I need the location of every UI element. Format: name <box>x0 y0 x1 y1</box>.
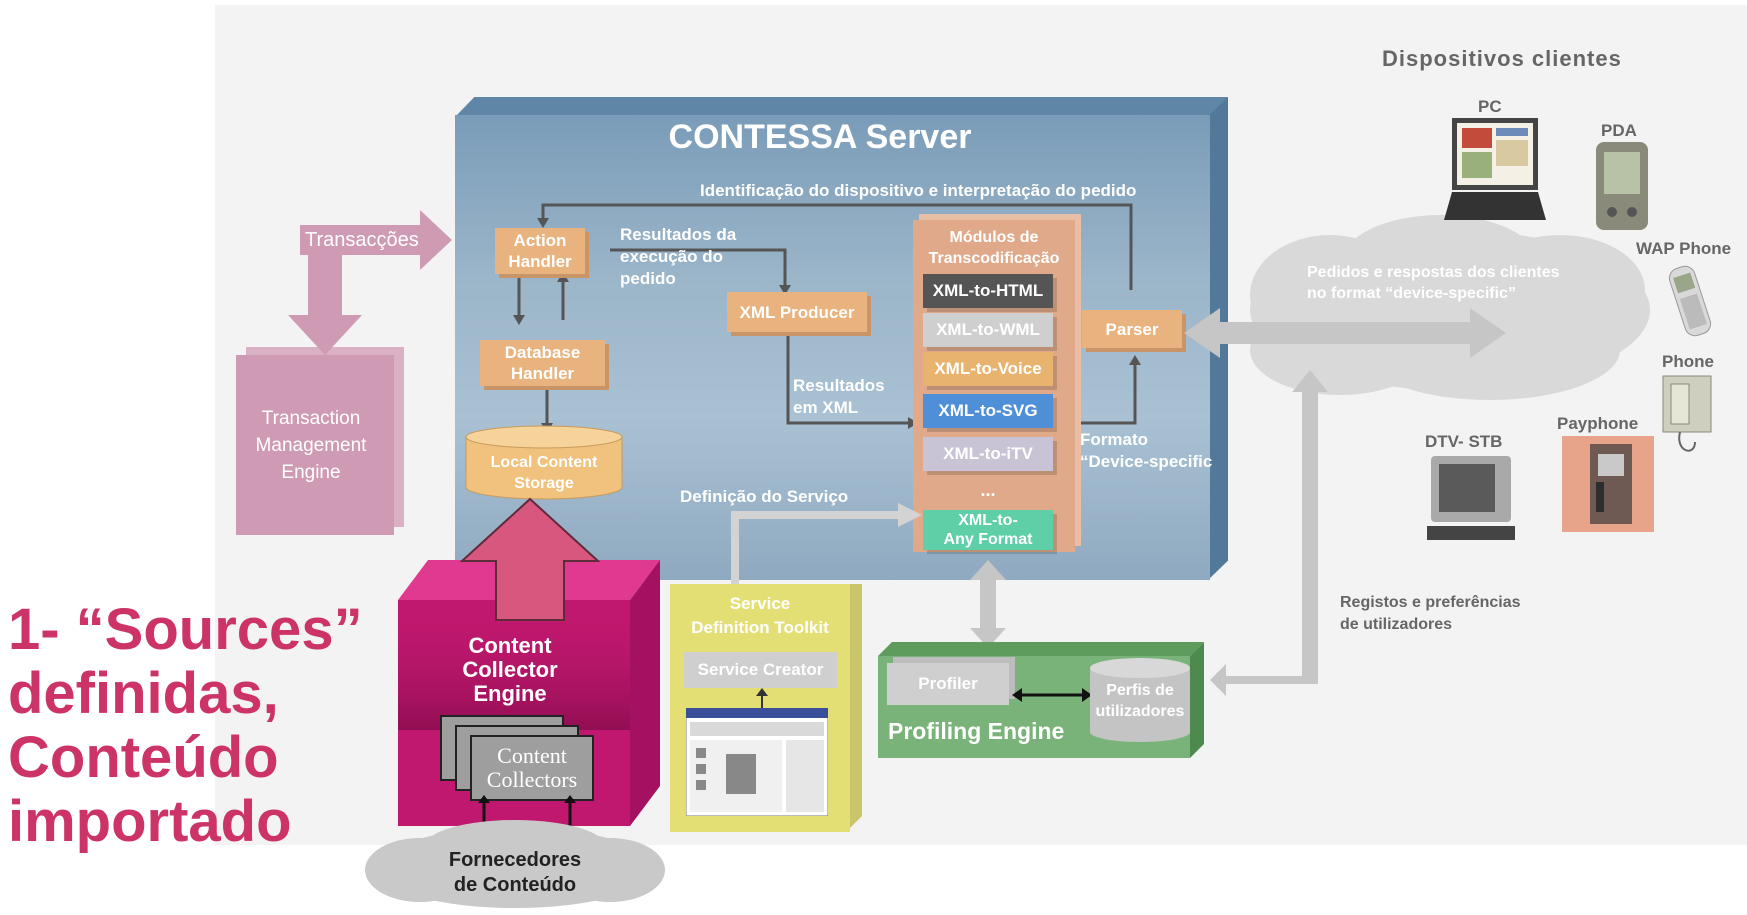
payphone-icon <box>1562 436 1654 532</box>
device-wap-label: WAP Phone <box>1636 239 1732 258</box>
content-collector-engine-label: Content Collector Engine <box>430 634 590 706</box>
device-dtv-label: DTV- STB <box>1425 432 1503 451</box>
database-handler-box: Database Handler <box>480 340 605 386</box>
transactions-label: Transacções <box>305 229 419 251</box>
user-profiles-line-1: Perfis de <box>1106 682 1174 699</box>
providers-cloud <box>365 820 665 908</box>
transcoding-modules-column <box>913 220 1075 552</box>
caption-line-3: Conteúdo <box>8 725 279 790</box>
providers-line-2: de Conteúdo <box>453 874 577 896</box>
modules-title-line-1: Módulos de <box>949 229 1039 246</box>
profiler-box: Profiler <box>887 663 1009 705</box>
modules-title-line-2: Transcodificação <box>928 250 1060 267</box>
execution-results-line-1: Resultados da <box>620 225 737 244</box>
service-definition-label: Definição do Serviço <box>680 487 849 506</box>
user-profiles-cylinder <box>1090 658 1190 742</box>
device-format-line-1: Formato <box>1080 430 1148 449</box>
action-handler-box: Action Handler <box>495 228 585 274</box>
dtv-stb-icon <box>1427 456 1515 540</box>
module-any-line-2: Any Format <box>943 531 1033 548</box>
service-toolkit-screenshot <box>686 708 828 816</box>
xml-results-line-1: Resultados <box>793 376 885 395</box>
database-handler-line-2: Handler <box>510 364 575 383</box>
xml-results-line-2: em XML <box>793 398 859 417</box>
execution-results-line-3: pedido <box>620 269 676 288</box>
device-phone-label: Phone <box>1662 352 1714 371</box>
device-format-label: Formato “Device-specific <box>1080 429 1212 473</box>
transaction-engine-box <box>236 355 394 535</box>
registrations-label: Registos e preferências de utilizadores <box>1340 592 1521 636</box>
cloud-requests-label: Pedidos e respostas dos clientes no form… <box>1307 262 1560 304</box>
device-pda-label: PDA <box>1601 121 1637 140</box>
modules-profiling-arrow <box>970 560 1006 648</box>
content-collectors-line-2: Collectors <box>486 767 578 792</box>
database-handler-line-1: Database <box>504 343 581 362</box>
transaction-engine-line-1: Transaction <box>261 408 361 429</box>
service-definition-connector <box>731 503 922 605</box>
execution-results-label: Resultados da execução do pedido <box>620 224 736 290</box>
service-creator-box: Service Creator <box>684 652 837 688</box>
module-any-line-1: XML-to- <box>958 512 1018 529</box>
execution-results-line-2: execução do <box>620 247 723 266</box>
modules-title: Módulos de Transcodificação <box>913 227 1075 269</box>
collector-engine-line-1: Content <box>468 633 552 658</box>
caption-line-1: 1- “Sources” <box>8 597 363 662</box>
content-collectors-line-1: Content <box>497 743 567 768</box>
transactions-arrow <box>288 210 452 355</box>
profiler-profiles-arrow <box>1012 688 1092 702</box>
caption-line-4: importado <box>8 789 292 854</box>
service-toolkit-line-2: Definition Toolkit <box>691 618 829 637</box>
cloud-requests-line-1: Pedidos e respostas dos clientes <box>1307 264 1560 281</box>
device-payphone-label: Payphone <box>1557 414 1639 433</box>
module-dots: ... <box>980 480 996 500</box>
registrations-line-2: de utilizadores <box>1340 616 1453 633</box>
sources-caption: 1- “Sources” definidas, Conteúdo importa… <box>8 598 428 854</box>
transaction-engine-label: Transaction Management Engine <box>236 405 386 486</box>
module-xml-to-voice: XML-to-Voice <box>923 352 1053 386</box>
device-identification-label: Identificação do dispositivo e interpret… <box>700 181 1137 200</box>
service-creator-arrow <box>756 688 768 710</box>
transaction-engine-line-3: Engine <box>281 462 341 483</box>
content-collectors-box: Content Collectors <box>470 735 594 801</box>
user-profiles-label: Perfis de utilizadores <box>1085 680 1195 722</box>
collector-engine-line-2: Collector <box>462 657 558 682</box>
local-storage-label: Local Content Storage <box>464 452 624 494</box>
xml-producer-box: XML Producer <box>727 292 867 332</box>
action-handler-line-2: Handler <box>508 252 572 271</box>
server-box-top <box>455 97 1228 117</box>
wap-phone-icon <box>1668 265 1712 337</box>
service-toolkit-line-1: Service <box>729 594 791 613</box>
cloud-requests-line-2: no format “device-specific” <box>1307 285 1516 302</box>
module-xml-to-wml: XML-to-WML <box>923 313 1053 347</box>
caption-line-2: definidas, <box>8 661 279 726</box>
collector-engine-line-3: Engine <box>473 681 547 706</box>
device-pc-label: PC <box>1478 97 1502 116</box>
server-title: CONTESSA Server <box>668 118 972 156</box>
local-storage-line-2: Storage <box>514 475 574 492</box>
providers-line-1: Fornecedores <box>448 849 582 871</box>
collector-storage-arrow <box>460 497 600 621</box>
module-xml-to-any: XML-to- Any Format <box>923 510 1053 550</box>
service-toolkit-label: Service Definition Toolkit <box>670 592 850 640</box>
parser-box: Parser <box>1082 310 1182 348</box>
action-handler-line-1: Action <box>513 231 567 250</box>
module-xml-to-itv: XML-to-iTV <box>923 437 1053 471</box>
transaction-engine-line-2: Management <box>255 435 367 456</box>
user-profiles-line-2: utilizadores <box>1095 703 1185 720</box>
module-xml-to-html: XML-to-HTML <box>923 274 1053 308</box>
client-connectors <box>1184 308 1506 696</box>
profiling-engine-label: Profiling Engine <box>888 718 1065 744</box>
pc-icon <box>1444 118 1546 220</box>
providers-label: Fornecedores de Conteúdo <box>400 848 630 898</box>
local-storage-line-1: Local Content <box>490 454 598 471</box>
device-format-line-2: “Device-specific <box>1080 452 1213 471</box>
local-storage-cylinder <box>465 425 623 500</box>
pda-icon <box>1596 142 1648 230</box>
xml-results-label: Resultados em XML <box>793 375 885 419</box>
registrations-line-1: Registos e preferências <box>1340 594 1521 611</box>
clients-title: Dispositivos clientes <box>1382 46 1622 71</box>
phone-icon <box>1662 375 1712 452</box>
module-xml-to-svg: XML-to-SVG <box>923 394 1053 428</box>
